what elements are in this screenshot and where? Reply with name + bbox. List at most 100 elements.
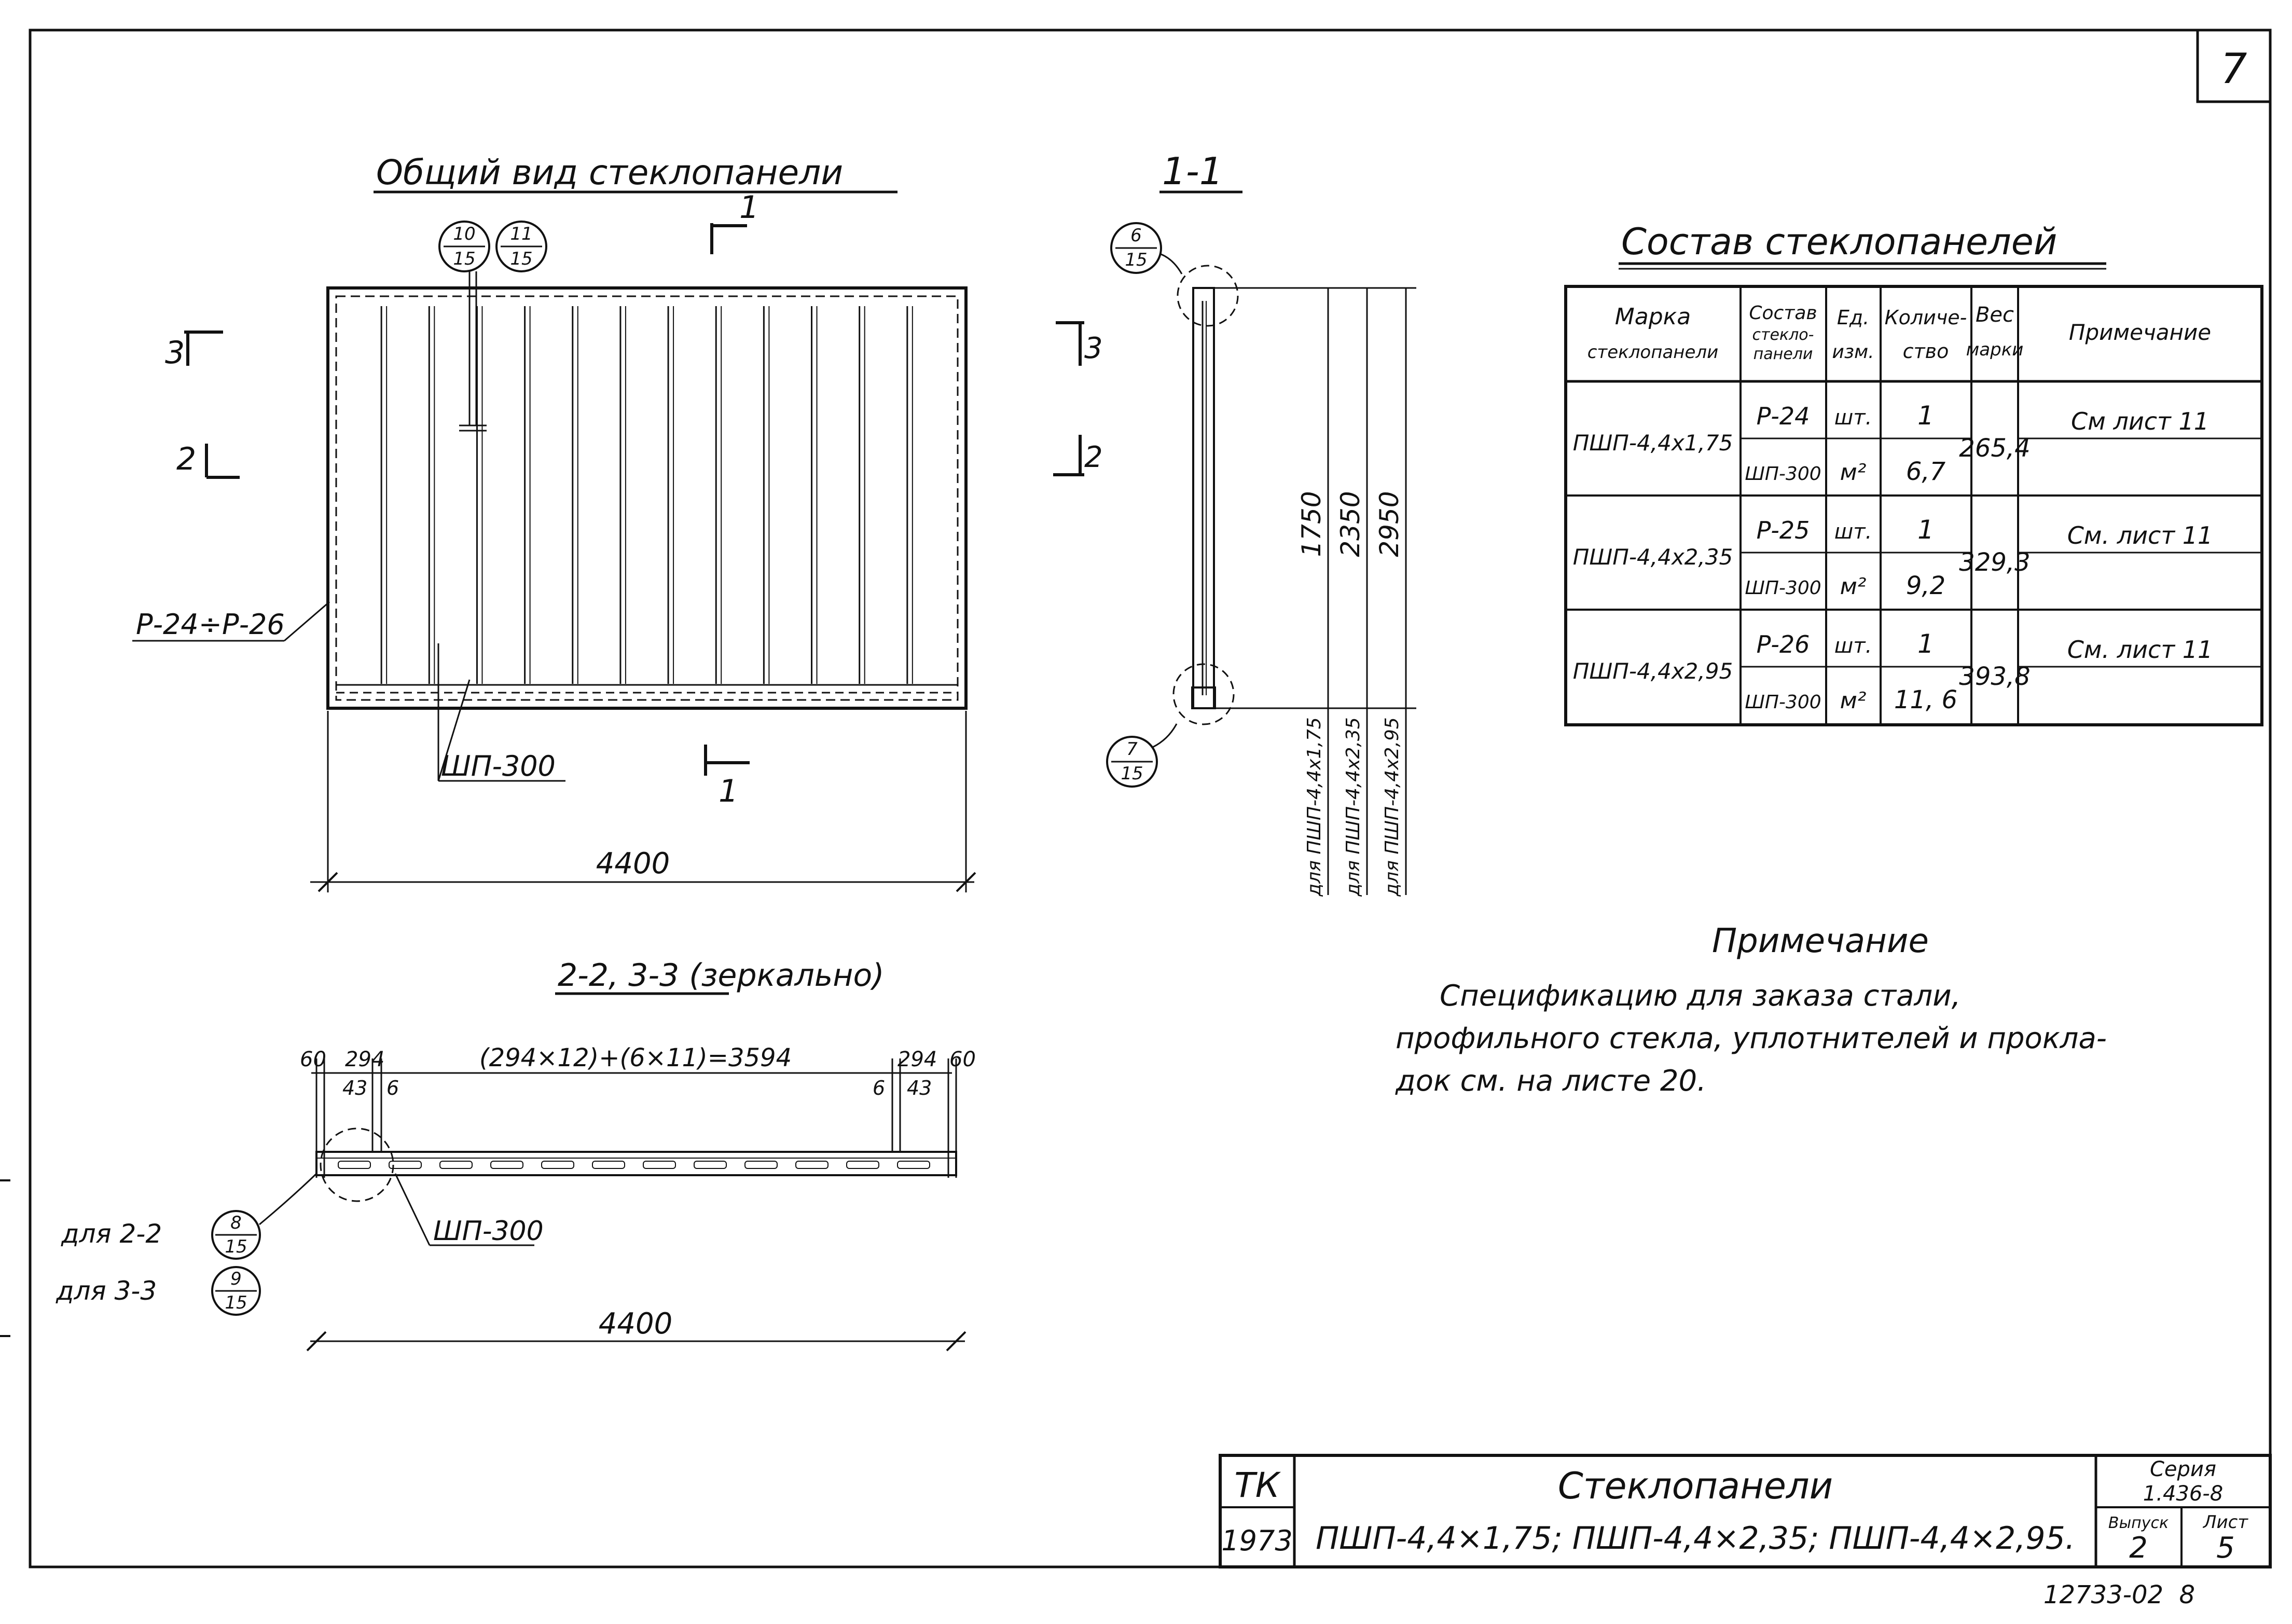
dim-294-left: 294 xyxy=(345,1048,384,1071)
note-line-1: Спецификацию для заказа стали, xyxy=(1440,979,1960,1013)
row-mark: ПШП-4,4х1,75 xyxy=(1573,430,1733,456)
section-1-1: 1-1 6 15 7 15 3 xyxy=(1053,149,1416,897)
cell-qty: 9,2 xyxy=(1906,571,1945,600)
section-2-2: 2-2, 3-3 (зеркально) 60 294 43 6 (294×12… xyxy=(56,957,976,1352)
glass-slot xyxy=(897,1161,930,1169)
callout-6-15-top: 6 xyxy=(1130,225,1142,246)
cell-unit: шт. xyxy=(1834,406,1872,430)
cell-comp: ШП-300 xyxy=(1745,463,1821,485)
glass-slots xyxy=(338,1161,930,1169)
th-comp-3: панели xyxy=(1753,345,1813,363)
callout-11-15-top: 11 xyxy=(510,224,532,244)
note-block: Примечание Спецификацию для заказа стали… xyxy=(1395,922,2107,1098)
title-org: ТК xyxy=(1234,1465,1281,1505)
cut-label-1-top: 1 xyxy=(739,189,759,226)
cut-label-2-left: 2 xyxy=(176,441,196,477)
callout-9-15: 9 15 xyxy=(211,1266,261,1316)
dim-60-left: 60 xyxy=(300,1048,326,1071)
cell-weight: 265,4 xyxy=(1959,434,2030,463)
callout-7-15: 7 15 xyxy=(1106,736,1158,788)
cell-note: См. лист 11 xyxy=(2067,521,2213,549)
callout-11-15: 11 15 xyxy=(495,221,547,272)
cut-label-2-right: 2 xyxy=(1084,441,1103,474)
glass-slot xyxy=(694,1161,727,1169)
series-label: Серия xyxy=(2150,1457,2216,1481)
general-width-dim: 4400 xyxy=(596,847,670,880)
section-profile xyxy=(1192,287,1215,709)
dim-6-right: 6 xyxy=(873,1077,885,1099)
callout-6-15-bottom: 15 xyxy=(1125,250,1147,270)
cut-mark-2-left: 2 xyxy=(176,441,240,479)
dim-294-right: 294 xyxy=(898,1048,937,1071)
dim-note-2-95: для ПШП-4,4х2,95 xyxy=(1382,717,1403,897)
th-qty-2: ство xyxy=(1903,340,1949,363)
th-comp-1: Состав xyxy=(1749,302,1817,324)
th-weight-1: Вес xyxy=(1976,303,2014,327)
dim-6-left: 6 xyxy=(386,1077,399,1099)
cell-note: См лист 11 xyxy=(2071,407,2209,435)
glass-slot xyxy=(439,1161,473,1169)
cell-qty: 6,7 xyxy=(1906,457,1946,486)
table-title: Состав стеклопанелей xyxy=(1621,221,2057,263)
profile-label: Р-24÷Р-26 xyxy=(136,608,285,641)
glass-slot xyxy=(389,1161,422,1169)
sheet-number: 7 xyxy=(2221,45,2247,93)
glass-slot xyxy=(846,1161,879,1169)
callout-8-15-top: 8 xyxy=(230,1213,242,1233)
cell-unit: шт. xyxy=(1834,520,1872,544)
glass-slot xyxy=(592,1161,625,1169)
cell-qty: 11, 6 xyxy=(1894,685,1957,714)
cell-weight: 329,3 xyxy=(1959,548,2030,577)
dim-43-right: 43 xyxy=(907,1077,932,1099)
cell-unit: м² xyxy=(1840,573,1867,600)
th-unit-1: Ед. xyxy=(1837,306,1869,329)
th-mark-2: стеклопанели xyxy=(1587,342,1719,363)
th-qty-1: Количе- xyxy=(1885,306,1967,329)
glass-label-general: ШП-300 xyxy=(441,750,556,782)
cut-mark-1-top: 1 xyxy=(710,189,759,254)
th-mark-1: Марка xyxy=(1615,304,1691,330)
cell-qty: 1 xyxy=(1917,401,1934,431)
th-comp-2: стекло- xyxy=(1752,326,1814,344)
glass-slot xyxy=(338,1161,371,1169)
panel-outer-frame xyxy=(326,286,968,710)
callout-11-15-bottom: 15 xyxy=(510,249,532,269)
label-for-3-3: для 3-3 xyxy=(56,1276,157,1306)
cell-comp: Р-24 xyxy=(1757,402,1810,430)
th-note: Примечание xyxy=(2069,320,2211,345)
note-line-2: профильного стекла, уплотнителей и прокл… xyxy=(1396,1022,2107,1055)
callout-6-15: 6 15 xyxy=(1110,222,1162,274)
glass-profile-lines xyxy=(380,306,913,684)
row-mark: ПШП-4,4х2,35 xyxy=(1573,544,1733,570)
cell-comp: Р-26 xyxy=(1757,630,1810,658)
cut-mark-3-left: 3 xyxy=(165,331,223,371)
cell-unit: шт. xyxy=(1834,634,1872,658)
cut-mark-3-right: 3 xyxy=(1056,321,1103,366)
callout-9-15-top: 9 xyxy=(230,1269,242,1289)
note-heading: Примечание xyxy=(1712,922,1929,960)
panel-inner-frame xyxy=(335,295,959,701)
callout-10-15: 10 15 xyxy=(438,221,490,272)
callout-10-15-bottom: 15 xyxy=(453,249,475,269)
general-view-title: Общий вид стеклопанели xyxy=(376,153,843,192)
dim-43-left: 43 xyxy=(342,1077,367,1099)
issue-label: Выпуск xyxy=(2108,1514,2169,1532)
callout-7-15-top: 7 xyxy=(1126,739,1138,760)
callout-7-15-bottom: 15 xyxy=(1121,763,1143,784)
th-unit-2: изм. xyxy=(1832,341,1874,363)
dim-2350: 2350 xyxy=(1335,491,1365,557)
title-subtitle: ПШП-4,4×1,75; ПШП-4,4×2,35; ПШП-4,4×2,95… xyxy=(1316,1520,2075,1557)
cell-comp: ШП-300 xyxy=(1745,692,1821,713)
cut-label-3-left: 3 xyxy=(165,335,185,371)
cut-mark-1-bottom: 1 xyxy=(704,745,750,809)
title-year: 1973 xyxy=(1221,1524,1292,1557)
title-block: ТК 1973 Стеклопанели ПШП-4,4×1,75; ПШП-4… xyxy=(1219,1454,2272,1568)
cell-weight: 393,8 xyxy=(1959,662,2030,691)
sheet-value: 5 xyxy=(2216,1531,2235,1565)
th-weight-2: марки xyxy=(1966,339,2024,360)
callout-8-15-bottom: 15 xyxy=(225,1236,247,1257)
archive-number: 12733-02 8 xyxy=(2044,1580,2195,1609)
cell-note: См. лист 11 xyxy=(2067,636,2213,664)
glass-label-section: ШП-300 xyxy=(433,1216,544,1247)
issue-value: 2 xyxy=(2129,1531,2148,1565)
